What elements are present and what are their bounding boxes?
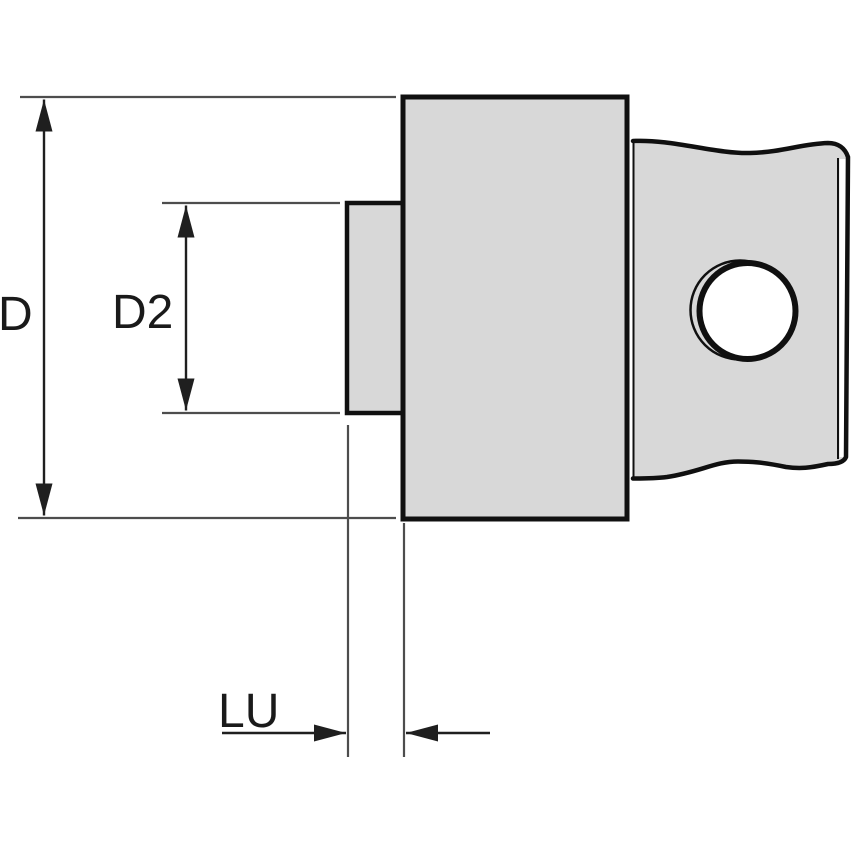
d-dimension-label: D	[0, 288, 33, 341]
shank-outline	[630, 138, 851, 481]
shank-right-edge-highlight	[839, 159, 846, 457]
lu-dimension-label: LU	[218, 685, 279, 738]
d2-dimension-label: D2	[112, 286, 173, 339]
pilot-boss	[344, 200, 408, 416]
flange-body	[400, 94, 630, 522]
mounting-hole	[696, 260, 799, 362]
